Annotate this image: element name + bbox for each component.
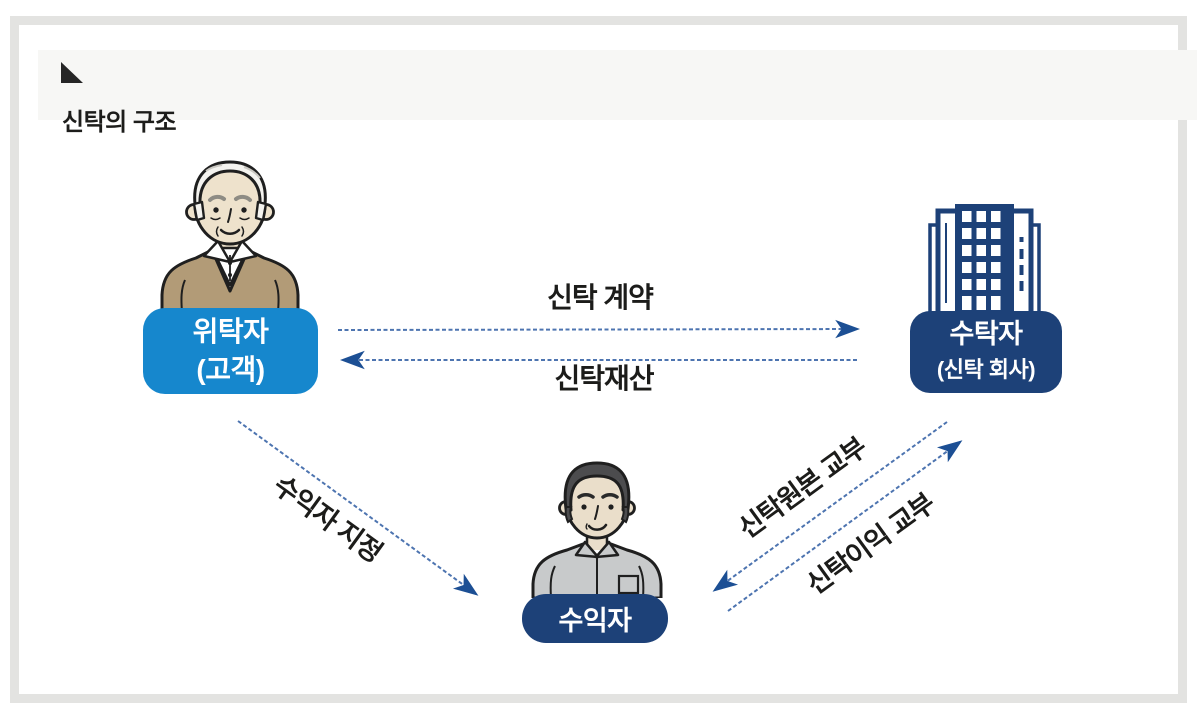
top-strip xyxy=(38,50,1197,120)
trustor-person-icon xyxy=(160,160,300,312)
trustee-name: 수탁자 xyxy=(949,319,1023,349)
cursor-triangle-icon xyxy=(61,62,83,83)
trustee-node-label: 수탁자 (신탁 회사) xyxy=(910,311,1062,393)
beneficiary-node-label: 수익자 xyxy=(522,594,668,643)
trustor-name: 위탁자 xyxy=(192,316,269,347)
trustee-sub: (신탁 회사) xyxy=(936,357,1036,382)
diagram-title: 신탁의 구조 xyxy=(62,109,177,136)
beneficiary-person-icon xyxy=(531,461,663,598)
trustor-node-label: 위탁자 (고객) xyxy=(143,308,318,394)
trust-property-label: 신탁재산 xyxy=(554,363,654,394)
trust-contract-label: 신탁 계약 xyxy=(547,282,654,313)
beneficiary-name: 수익자 xyxy=(558,606,632,636)
trustor-sub: (고객) xyxy=(196,354,265,385)
trustee-building-icon xyxy=(928,204,1041,314)
